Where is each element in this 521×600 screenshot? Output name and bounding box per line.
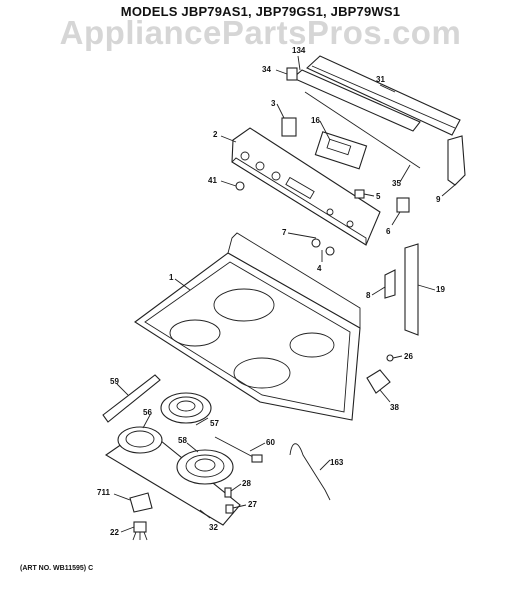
part-19-bracket bbox=[404, 243, 419, 336]
callout-9: 9 bbox=[436, 195, 441, 204]
callout-57: 57 bbox=[210, 419, 219, 428]
callout-3: 3 bbox=[271, 99, 276, 108]
callout-59: 59 bbox=[110, 377, 119, 386]
callout-38: 38 bbox=[390, 403, 399, 412]
callout-711: 711 bbox=[97, 488, 110, 497]
part-711-block bbox=[129, 492, 153, 513]
part-57-burner bbox=[160, 392, 212, 424]
art-number: (ART NO. WB11595) C bbox=[20, 565, 94, 572]
part-27-screw bbox=[225, 504, 234, 514]
callout-58: 58 bbox=[178, 436, 187, 445]
part-35-rod bbox=[304, 91, 421, 169]
part-28-screw bbox=[224, 487, 232, 498]
callout-35: 35 bbox=[392, 179, 401, 188]
callout-32: 32 bbox=[209, 523, 218, 532]
part-38-receptacle bbox=[366, 369, 391, 394]
part-4-knob-a bbox=[311, 238, 321, 248]
part-134-bracket bbox=[291, 69, 421, 132]
part-8-clip bbox=[384, 269, 396, 299]
callout-163: 163 bbox=[330, 458, 344, 467]
callout-34: 34 bbox=[262, 65, 271, 74]
callout-16: 16 bbox=[311, 116, 320, 125]
part-4-knob-b bbox=[325, 246, 335, 256]
callout-27: 27 bbox=[248, 500, 257, 509]
callout-4: 4 bbox=[317, 264, 322, 273]
callout-6: 6 bbox=[386, 227, 391, 236]
callout-8: 8 bbox=[366, 291, 371, 300]
leader-lines bbox=[113, 55, 457, 533]
part-6-switch bbox=[396, 197, 410, 213]
part-31-trim bbox=[306, 55, 461, 136]
callout-5: 5 bbox=[376, 192, 381, 201]
callout-28: 28 bbox=[242, 479, 251, 488]
part-2-backsplash bbox=[231, 127, 381, 246]
callout-26: 26 bbox=[404, 352, 413, 361]
callout-134: 134 bbox=[292, 46, 306, 55]
part-60-wire bbox=[214, 436, 263, 463]
watermark: AppliancePartsPros.com bbox=[59, 14, 462, 51]
part-16-clock bbox=[314, 131, 368, 170]
part-41-screw bbox=[235, 181, 245, 191]
part-59-bracket bbox=[102, 374, 161, 423]
part-1-cooktop bbox=[134, 232, 361, 421]
callout-56: 56 bbox=[143, 408, 152, 417]
callout-19: 19 bbox=[436, 285, 445, 294]
part-22-terminal bbox=[132, 521, 148, 541]
part-34-clip bbox=[286, 67, 298, 81]
part-3-switch bbox=[281, 117, 297, 137]
callout-7: 7 bbox=[282, 228, 287, 237]
part-163-wire bbox=[289, 443, 331, 501]
callout-31: 31 bbox=[376, 75, 385, 84]
callout-22: 22 bbox=[110, 528, 119, 537]
callout-2: 2 bbox=[213, 130, 218, 139]
page-title: MODELS JBP79AS1, JBP79GS1, JBP79WS1 bbox=[120, 4, 401, 19]
part-58-burner bbox=[176, 449, 234, 485]
part-56-burner bbox=[117, 426, 163, 454]
part-26-screw bbox=[386, 354, 394, 362]
callout-41: 41 bbox=[208, 176, 217, 185]
callout-1: 1 bbox=[169, 273, 174, 282]
part-9-endcap bbox=[447, 135, 466, 186]
callout-60: 60 bbox=[266, 438, 275, 447]
part-5-knob bbox=[354, 189, 365, 199]
callout-labels: 134 34 31 3 16 2 41 5 35 9 6 7 4 1 8 19 … bbox=[97, 46, 445, 537]
